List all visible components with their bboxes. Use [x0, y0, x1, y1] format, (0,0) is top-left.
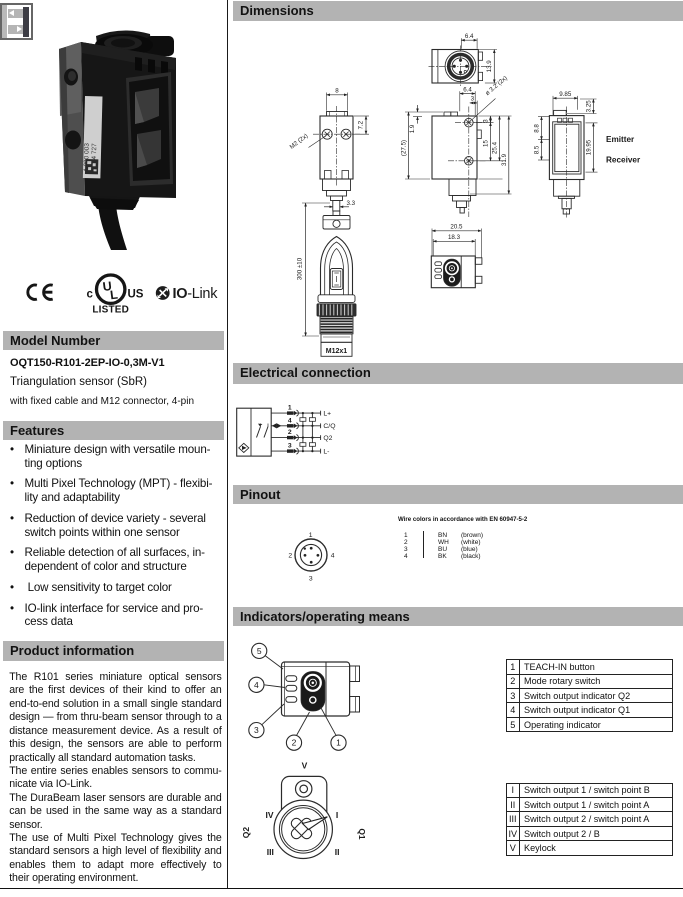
svg-text:U: U: [102, 279, 113, 294]
svg-text:II: II: [335, 847, 340, 857]
svg-text:9.85: 9.85: [559, 91, 572, 98]
svg-text:3.25: 3.25: [585, 100, 592, 113]
svg-text:6.4: 6.4: [465, 33, 474, 40]
svg-text:US: US: [128, 289, 144, 301]
svg-text:25.4: 25.4: [492, 141, 499, 154]
svg-text:13.9: 13.9: [486, 60, 493, 73]
svg-text:20.5: 20.5: [450, 224, 463, 231]
svg-text:1: 1: [309, 532, 313, 539]
svg-text:3: 3: [309, 576, 313, 583]
svg-text:18.3: 18.3: [448, 234, 461, 241]
svg-text:I: I: [336, 810, 338, 820]
svg-text:IO-Link: IO-Link: [173, 286, 219, 302]
svg-text:4 000 003: 4 000 003: [83, 143, 91, 172]
svg-text:Q2: Q2: [323, 435, 332, 442]
svg-text:31.9: 31.9: [501, 153, 508, 166]
svg-text:3.3: 3.3: [347, 200, 356, 207]
svg-text:Receiver: Receiver: [606, 156, 641, 165]
svg-text:8.8: 8.8: [533, 124, 540, 133]
svg-text:2: 2: [288, 553, 292, 560]
svg-text:2: 2: [292, 738, 297, 748]
svg-text:Emitter: Emitter: [606, 135, 635, 144]
svg-text:3: 3: [288, 443, 292, 450]
svg-text:1.9: 1.9: [409, 124, 416, 133]
svg-text:4: 4: [331, 553, 335, 560]
svg-text:1: 1: [288, 405, 292, 412]
svg-text:3: 3: [254, 725, 259, 735]
svg-text:V: V: [302, 761, 308, 771]
svg-text:5: 5: [257, 646, 262, 656]
svg-text:L: L: [109, 287, 119, 302]
svg-text:(27.5): (27.5): [400, 140, 407, 156]
svg-text:ø 3.2 (2x): ø 3.2 (2x): [484, 75, 509, 97]
svg-text:L-: L-: [323, 448, 329, 455]
svg-text:3: 3: [483, 119, 490, 123]
svg-text:15: 15: [483, 140, 490, 147]
svg-text:1: 1: [336, 738, 341, 748]
svg-text:0 754 727: 0 754 727: [91, 143, 99, 172]
svg-text:19.95: 19.95: [585, 139, 592, 155]
svg-text:M12x1: M12x1: [326, 348, 348, 355]
svg-text:2: 2: [288, 429, 292, 436]
svg-text:III: III: [267, 847, 274, 857]
svg-text:3: 3: [471, 96, 475, 103]
svg-text:8.5: 8.5: [533, 145, 540, 154]
svg-text:300 ±10: 300 ±10: [297, 257, 304, 280]
svg-text:LISTED: LISTED: [92, 305, 129, 316]
svg-text:IV: IV: [265, 810, 273, 820]
svg-text:4: 4: [254, 680, 259, 690]
svg-text:C/Q: C/Q: [323, 423, 335, 430]
svg-text:4: 4: [288, 417, 292, 424]
svg-text:c: c: [87, 289, 94, 301]
svg-text:8: 8: [335, 88, 339, 95]
svg-text:Q1: Q1: [357, 828, 367, 840]
svg-text:M2 (2x): M2 (2x): [289, 132, 310, 150]
svg-text:7.2: 7.2: [358, 120, 365, 129]
svg-text:Q2: Q2: [241, 827, 251, 839]
svg-text:L+: L+: [323, 410, 331, 417]
svg-text:6.4: 6.4: [463, 86, 472, 93]
